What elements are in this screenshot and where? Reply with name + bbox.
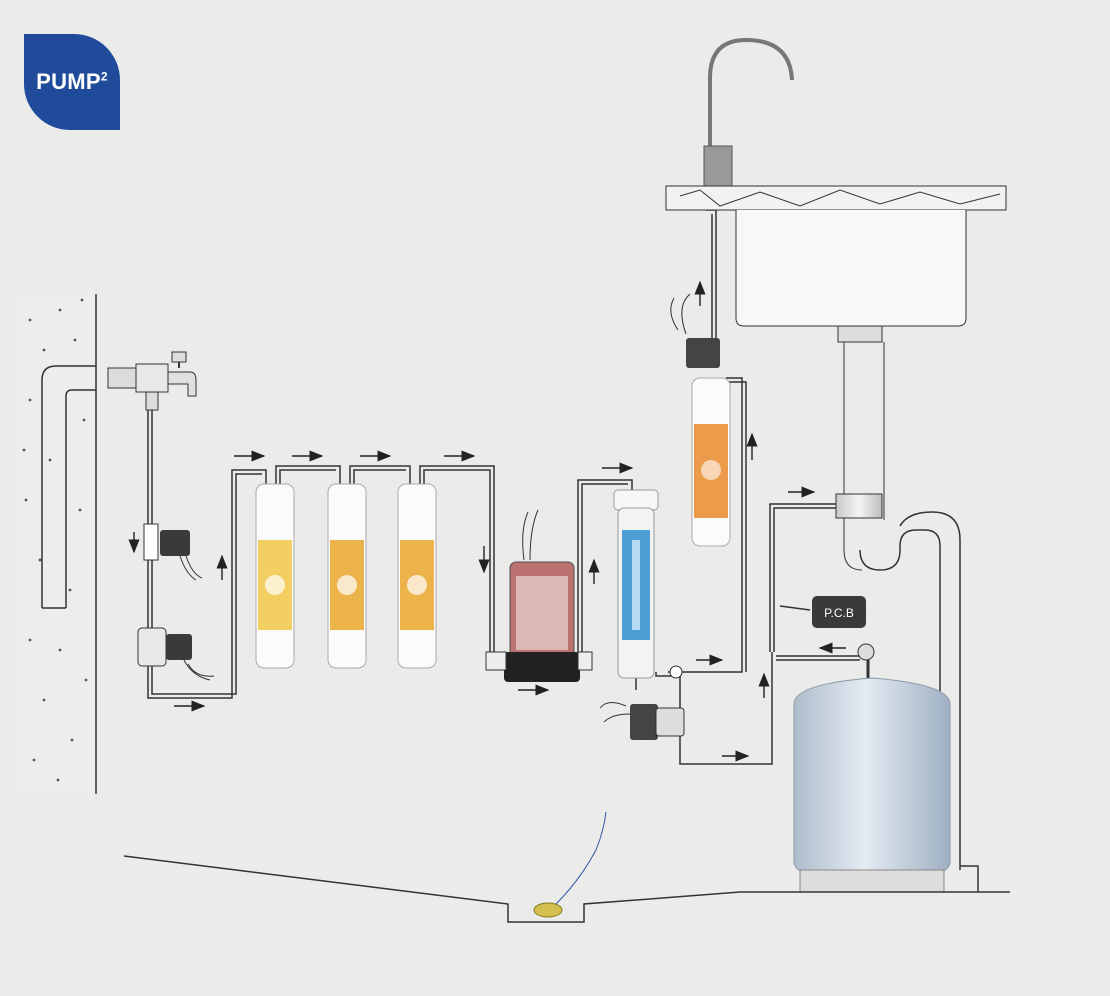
shutoff-valve-icon [599, 665, 685, 740]
pcb-icon: P.C.B [812, 596, 866, 628]
pressure-switch-icon [137, 627, 215, 681]
brand-logo: PUMP2 [24, 34, 120, 130]
pcb-label: P.C.B [824, 606, 854, 620]
carbon-block-filter-icon [397, 483, 437, 669]
storage-tank-icon [793, 643, 951, 893]
drain-clamp-icon [835, 493, 883, 519]
leak-sensor-icon [533, 811, 607, 918]
sink-icon [665, 185, 1007, 571]
faucet-icon [703, 37, 794, 187]
flow-arrow-icon [128, 280, 846, 762]
booster-pump-icon [485, 509, 593, 682]
wall-icon [18, 294, 97, 794]
carbon-filter-icon [327, 483, 367, 669]
post-filter-icon [670, 293, 731, 547]
inlet-valve-icon [107, 351, 197, 411]
solenoid-valve-icon [143, 523, 203, 581]
pipe-network [147, 209, 979, 892]
sediment-filter-icon [255, 483, 295, 669]
ro-membrane-icon [613, 489, 659, 679]
brand-name: PUMP2 [36, 69, 108, 94]
floor-line [123, 855, 1010, 923]
